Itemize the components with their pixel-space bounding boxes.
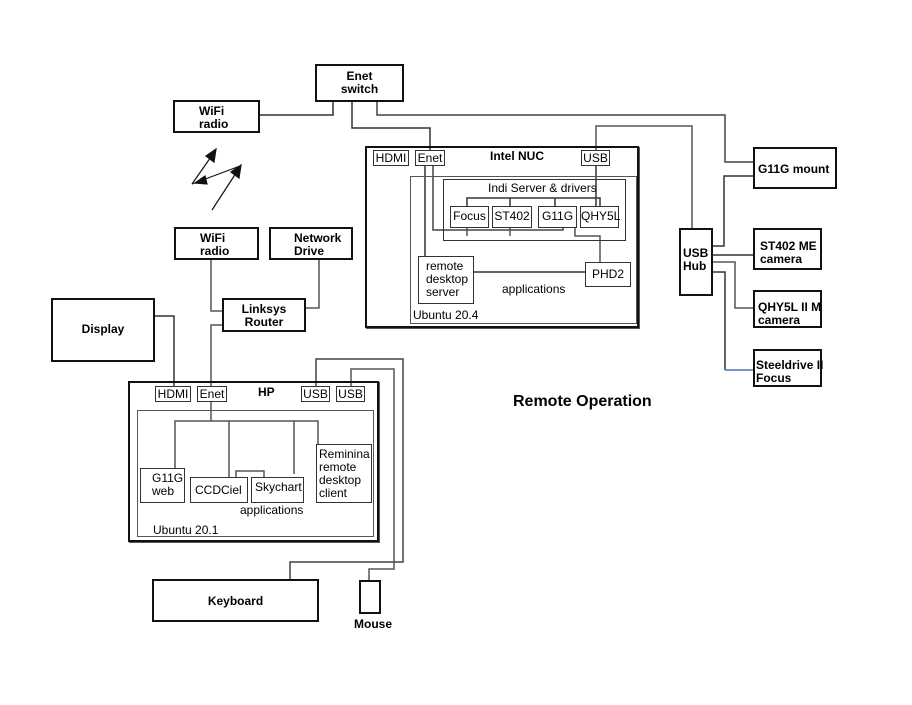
wire-display-hdmi <box>155 315 175 386</box>
st402-camera-label: ST402 ME camera <box>760 239 817 266</box>
hp-applications-label: applications <box>240 503 304 517</box>
linksys-router: Linksys Router <box>222 298 306 332</box>
hp-port-usb-1: USB <box>301 386 330 402</box>
indi-server-label: Indi Server & drivers <box>488 181 597 195</box>
driver-st402: ST402 <box>492 206 532 228</box>
wire-nuc-usb-hub <box>595 125 693 230</box>
wire-switch-mount <box>376 100 754 163</box>
mouse <box>359 580 381 614</box>
enet-switch: Enet switch <box>315 64 404 102</box>
keyboard: Keyboard <box>152 579 319 622</box>
mouse-label: Mouse <box>354 617 393 631</box>
wire-driver-bottoms <box>466 228 601 262</box>
qhy5l-camera: QHY5L II M camera <box>753 290 822 328</box>
display-label: Display <box>81 322 125 336</box>
hp-title: HP <box>258 385 275 399</box>
hp-os-region <box>137 410 374 537</box>
wire-driver-bus-top <box>466 197 601 206</box>
wire-driver-bus-mid <box>509 198 556 206</box>
usb-hub-label: USB Hub <box>683 246 709 273</box>
wire-usb-mouse <box>350 368 395 581</box>
router-label: Linksys Router <box>241 302 287 329</box>
hp-computer <box>128 381 379 542</box>
hp-port-enet: Enet <box>197 386 227 402</box>
intel-nuc <box>365 146 639 328</box>
app-skychart-label: Skychart <box>255 480 302 494</box>
hp-os-label: Ubuntu 20.1 <box>153 523 219 537</box>
app-ccdciel: CCDCiel <box>190 477 248 503</box>
app-g11g-web: G11G web <box>140 468 185 503</box>
wire-switch-nuc-enet <box>351 100 431 150</box>
nuc-os-region <box>410 176 637 324</box>
wifi-radio-top: WiFi radio <box>173 100 260 133</box>
network-drive-label: Network Drive <box>294 231 342 258</box>
wire-hp-enet-bus <box>174 400 319 477</box>
app-remmina-client: Reminina remote desktop client <box>316 444 372 503</box>
remote-desktop-server-label: remote desktop server <box>426 259 469 299</box>
wire-usb-keyboard <box>289 358 404 580</box>
nuc-title: Intel NUC <box>490 149 544 163</box>
st402-camera: ST402 ME camera <box>753 228 822 270</box>
nuc-port-enet: Enet <box>415 150 445 166</box>
wifi-arrowhead-right <box>229 163 242 180</box>
nuc-applications-label: applications <box>502 282 566 296</box>
wire-router-hp-enet <box>210 324 223 386</box>
network-drive: Network Drive <box>269 227 353 260</box>
wire-ccd-sky <box>235 470 265 477</box>
app-g11g-web-label: G11G web <box>152 471 184 498</box>
g11g-mount: G11G mount <box>753 147 837 189</box>
wire-drive-router <box>305 259 320 309</box>
enet-switch-label: Enet switch <box>340 69 379 96</box>
keyboard-label: Keyboard <box>207 594 264 608</box>
app-skychart: Skychart <box>251 477 304 503</box>
wire-hub-focuser <box>712 271 726 370</box>
hp-port-usb-2: USB <box>336 386 365 402</box>
app-remmina-client-label: Reminina remote desktop client <box>319 447 370 500</box>
indi-server <box>443 179 626 241</box>
hp-port-hdmi: HDMI <box>155 386 191 402</box>
wifi-arrowhead-left <box>193 175 208 185</box>
steeldrive-focuser: Steeldrive II Focus <box>753 349 824 387</box>
wire-hub-mount <box>712 175 754 247</box>
diagram-title: Remote Operation <box>513 393 652 410</box>
phd2: PHD2 <box>585 262 631 287</box>
wifi-radio-bottom: WiFi radio <box>174 227 259 260</box>
nuc-port-hdmi: HDMI <box>373 150 409 166</box>
driver-qhy5l: QHY5L <box>580 206 620 228</box>
phd2-label: PHD2 <box>591 267 624 281</box>
wifi-arrowhead-up <box>204 147 217 164</box>
driver-g11g: G11G <box>538 206 577 228</box>
remote-desktop-server: remote desktop server <box>418 256 474 304</box>
wifi-radio-bottom-label: WiFi radio <box>200 231 230 258</box>
usb-hub: USB Hub <box>679 228 713 296</box>
app-ccdciel-label: CCDCiel <box>195 483 242 497</box>
wire-switch-wifi <box>259 100 334 116</box>
wire-hub-qhy <box>712 261 754 309</box>
wifi-radio-top-label: WiFi radio <box>199 104 229 131</box>
nuc-os-label: Ubuntu 20.4 <box>413 308 479 322</box>
display: Display <box>51 298 155 362</box>
wifi-arrow-signal <box>211 169 239 211</box>
nuc-port-usb: USB <box>581 150 610 166</box>
driver-focus: Focus <box>450 206 489 228</box>
wire-wifi-router <box>210 259 223 312</box>
qhy5l-camera-label: QHY5L II M camera <box>758 300 822 327</box>
g11g-mount-label: G11G mount <box>758 162 830 176</box>
steeldrive-focuser-label: Steeldrive II Focus <box>756 358 824 385</box>
